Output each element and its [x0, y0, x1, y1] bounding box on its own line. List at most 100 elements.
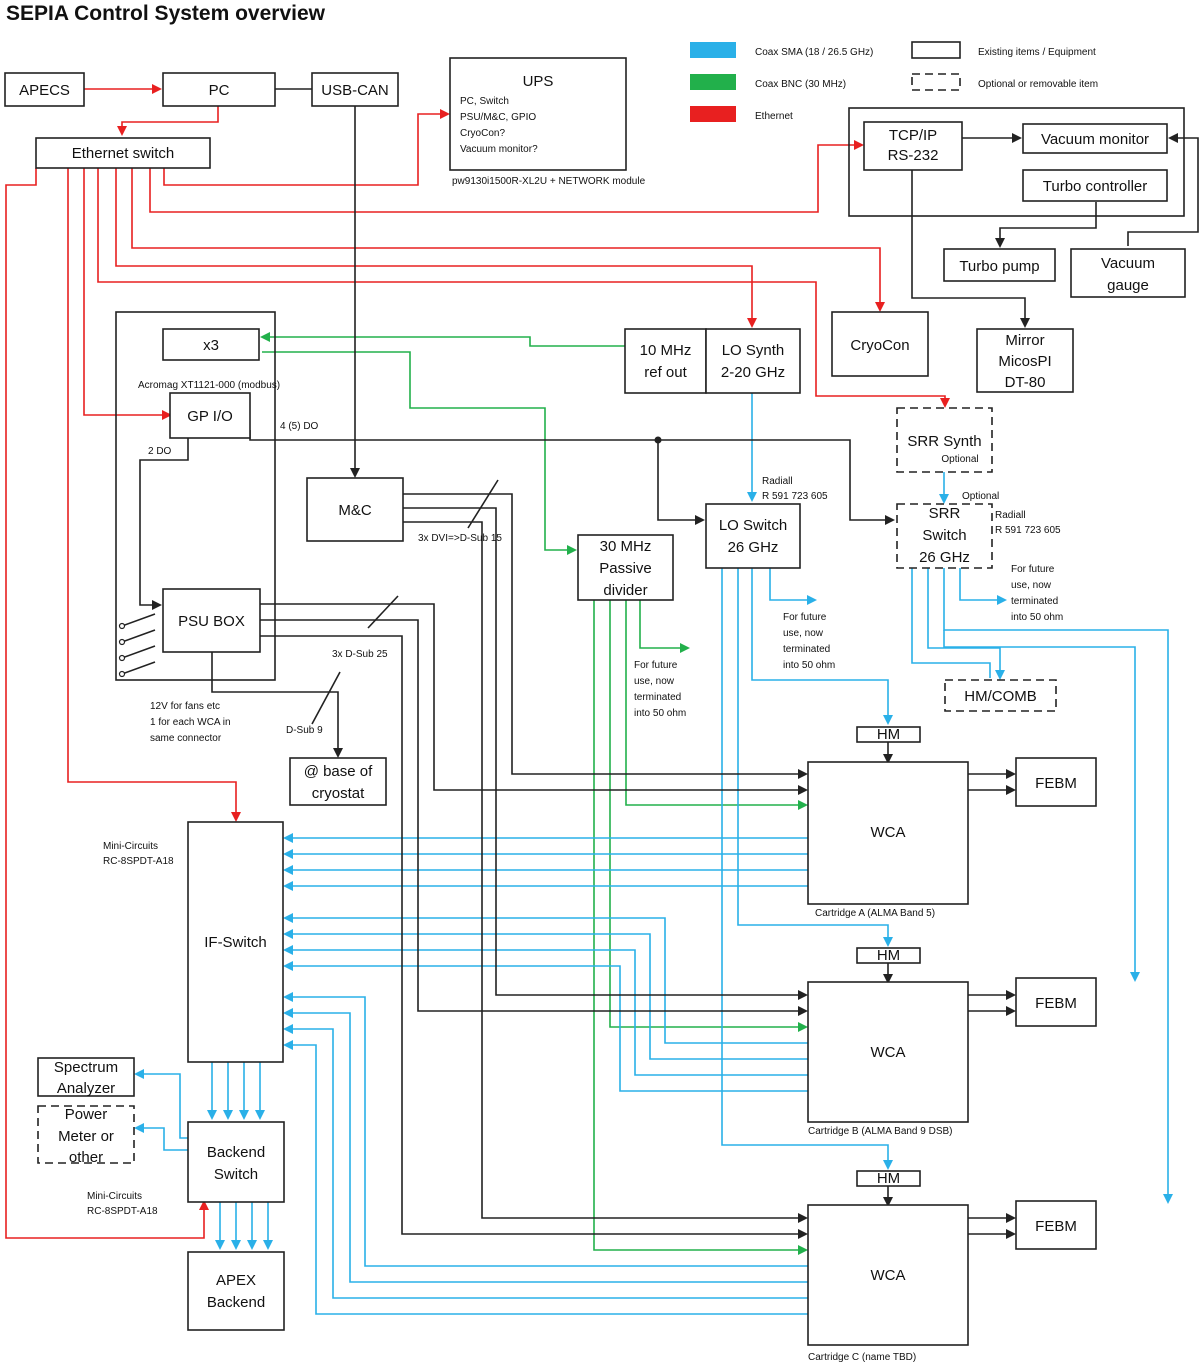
- junction-dot: [654, 436, 662, 444]
- wca-label: WCA: [871, 1267, 906, 1284]
- vacuum-gauge-label: gauge: [1107, 277, 1149, 294]
- vacuum-gauge-box: [1070, 248, 1186, 298]
- lo-switch-box: [705, 503, 801, 569]
- ups-title: UPS: [523, 73, 554, 90]
- base-cryostat-label: @ base of: [304, 763, 373, 780]
- ten-mhz-label: 10 MHz: [640, 342, 692, 359]
- legend-label-sma: Coax SMA (18 / 26.5 GHz): [755, 47, 873, 58]
- mirror-box: [976, 328, 1074, 393]
- psu-note-line: 1 for each WCA in: [150, 717, 231, 728]
- wca-box: [807, 1204, 969, 1346]
- radiall-srr-label: R 591 723 605: [995, 525, 1061, 536]
- backend-switch-box: [187, 1121, 285, 1203]
- ups-caption: pw9130i1500R-XL2U + NETWORK module: [452, 176, 646, 187]
- pc-label: PC: [209, 82, 230, 99]
- future-srr-line: into 50 ohm: [1011, 612, 1063, 623]
- relay-contacts: [118, 622, 126, 678]
- wca-box: [807, 761, 969, 905]
- gpio-do-4-label: 4 (5) DO: [280, 421, 319, 432]
- legend-swatch-ethernet: [690, 106, 736, 122]
- wca-box: [807, 981, 969, 1123]
- passive-divider-label: Passive: [599, 560, 652, 577]
- tcpip-label: RS-232: [888, 147, 939, 164]
- srr-switch-label: 26 GHz: [919, 549, 970, 566]
- future-lo-note: For future use, now terminated into 50 o…: [783, 612, 835, 671]
- legend-label-bnc: Coax BNC (30 MHz): [755, 79, 846, 90]
- vacuum-system-frame: [848, 107, 1185, 217]
- lo-switch-label: 26 GHz: [728, 539, 779, 556]
- gpio-box: [169, 392, 251, 439]
- gpio-do-2-label: 2 DO: [148, 446, 172, 457]
- backend-switch-label: Backend: [207, 1144, 265, 1161]
- backend-switch-label: Switch: [214, 1166, 258, 1183]
- mc-label: M&C: [338, 502, 372, 519]
- ups-line: PC, Switch: [460, 96, 509, 107]
- apex-backend-label: APEX: [216, 1272, 256, 1289]
- legend: Coax SMA (18 / 26.5 GHz) Coax BNC (30 MH…: [690, 41, 1098, 122]
- future-divider-line: into 50 ohm: [634, 708, 686, 719]
- srr-switch-label: SRR: [929, 505, 961, 522]
- ups-line: Vacuum monitor?: [460, 144, 538, 155]
- future-divider-note: For future use, now terminated into 50 o…: [634, 660, 686, 719]
- lo-synth-box: [705, 328, 801, 394]
- cryocon-box: [831, 311, 929, 377]
- hm-comb-label: HM/COMB: [964, 688, 1037, 705]
- future-lo-line: into 50 ohm: [783, 660, 835, 671]
- apex-backend-box: [187, 1251, 285, 1331]
- legend-label-optional: Optional or removable item: [978, 79, 1098, 90]
- ethernet-switch-box: [35, 137, 211, 169]
- cartridge-caption: Cartridge B (ALMA Band 9 DSB): [808, 1126, 953, 1137]
- febm-label: FEBM: [1035, 775, 1077, 792]
- future-divider-line: use, now: [634, 676, 675, 687]
- legend-label-existing: Existing items / Equipment: [978, 47, 1096, 58]
- febm-box: [1015, 757, 1097, 807]
- lo-synth-label: LO Synth: [722, 342, 785, 359]
- ethernet-wires: [5, 84, 950, 1239]
- cartridge-caption: Cartridge C (name TBD): [808, 1352, 916, 1363]
- control-wires: [121, 88, 1199, 1239]
- future-srr-note: For future use, now terminated into 50 o…: [1011, 564, 1063, 623]
- mc-box: [306, 477, 404, 542]
- vacuum-monitor-box: [1022, 123, 1168, 154]
- base-cryostat-label: cryostat: [312, 785, 365, 802]
- wca-label: WCA: [871, 1044, 906, 1061]
- srr-synth-label: SRR Synth: [907, 433, 981, 450]
- febm-box: [1015, 977, 1097, 1027]
- spectrum-analyzer-label: Analyzer: [57, 1080, 115, 1097]
- minicircuits-backend-label: RC-8SPDT-A18: [87, 1206, 158, 1217]
- legend-label-ethernet: Ethernet: [755, 111, 793, 122]
- minicircuits-if-label: Mini-Circuits: [103, 841, 158, 852]
- cartridge-caption: Cartridge A (ALMA Band 5): [815, 908, 935, 919]
- mirror-label: Mirror: [1005, 332, 1044, 349]
- dsub9-label: D-Sub 9: [286, 725, 323, 736]
- psu-note-line: same connector: [150, 733, 222, 744]
- turbo-controller-label: Turbo controller: [1043, 178, 1148, 195]
- future-lo-line: For future: [783, 612, 827, 623]
- radiall-lo-label: Radiall: [762, 476, 793, 487]
- turbo-pump-box: [943, 248, 1056, 282]
- x3-box: [162, 328, 260, 361]
- srr-synth-optional: Optional: [941, 454, 978, 465]
- psu-note-line: 12V for fans etc: [150, 701, 220, 712]
- hm-comb-box: [944, 679, 1057, 712]
- mirror-label: MicosPI: [998, 353, 1051, 370]
- passive-divider-label: divider: [603, 582, 647, 599]
- diagram-title: SEPIA Control System overview: [6, 2, 326, 25]
- febm-box: [1015, 1200, 1097, 1250]
- tcpip-box: [863, 121, 963, 171]
- future-srr-line: use, now: [1011, 580, 1052, 591]
- radiall-lo-label: R 591 723 605: [762, 491, 828, 502]
- turbo-controller-box: [1022, 169, 1168, 202]
- legend-swatch-sma: [690, 42, 736, 58]
- tcpip-label: TCP/IP: [889, 127, 937, 144]
- hm-label: HM: [877, 726, 900, 743]
- dsub25-label: 3x D-Sub 25: [332, 649, 388, 660]
- apecs-label: APECS: [19, 82, 70, 99]
- hm-box: [856, 1170, 921, 1187]
- ups-line: CryoCon?: [460, 128, 505, 139]
- dvi-label: 3x DVI=>D-Sub 15: [418, 533, 502, 544]
- lo-switch-label: LO Switch: [719, 517, 787, 534]
- future-lo-line: terminated: [783, 644, 830, 655]
- passive-divider-box: [577, 534, 674, 601]
- spectrum-analyzer-label: Spectrum: [54, 1059, 118, 1076]
